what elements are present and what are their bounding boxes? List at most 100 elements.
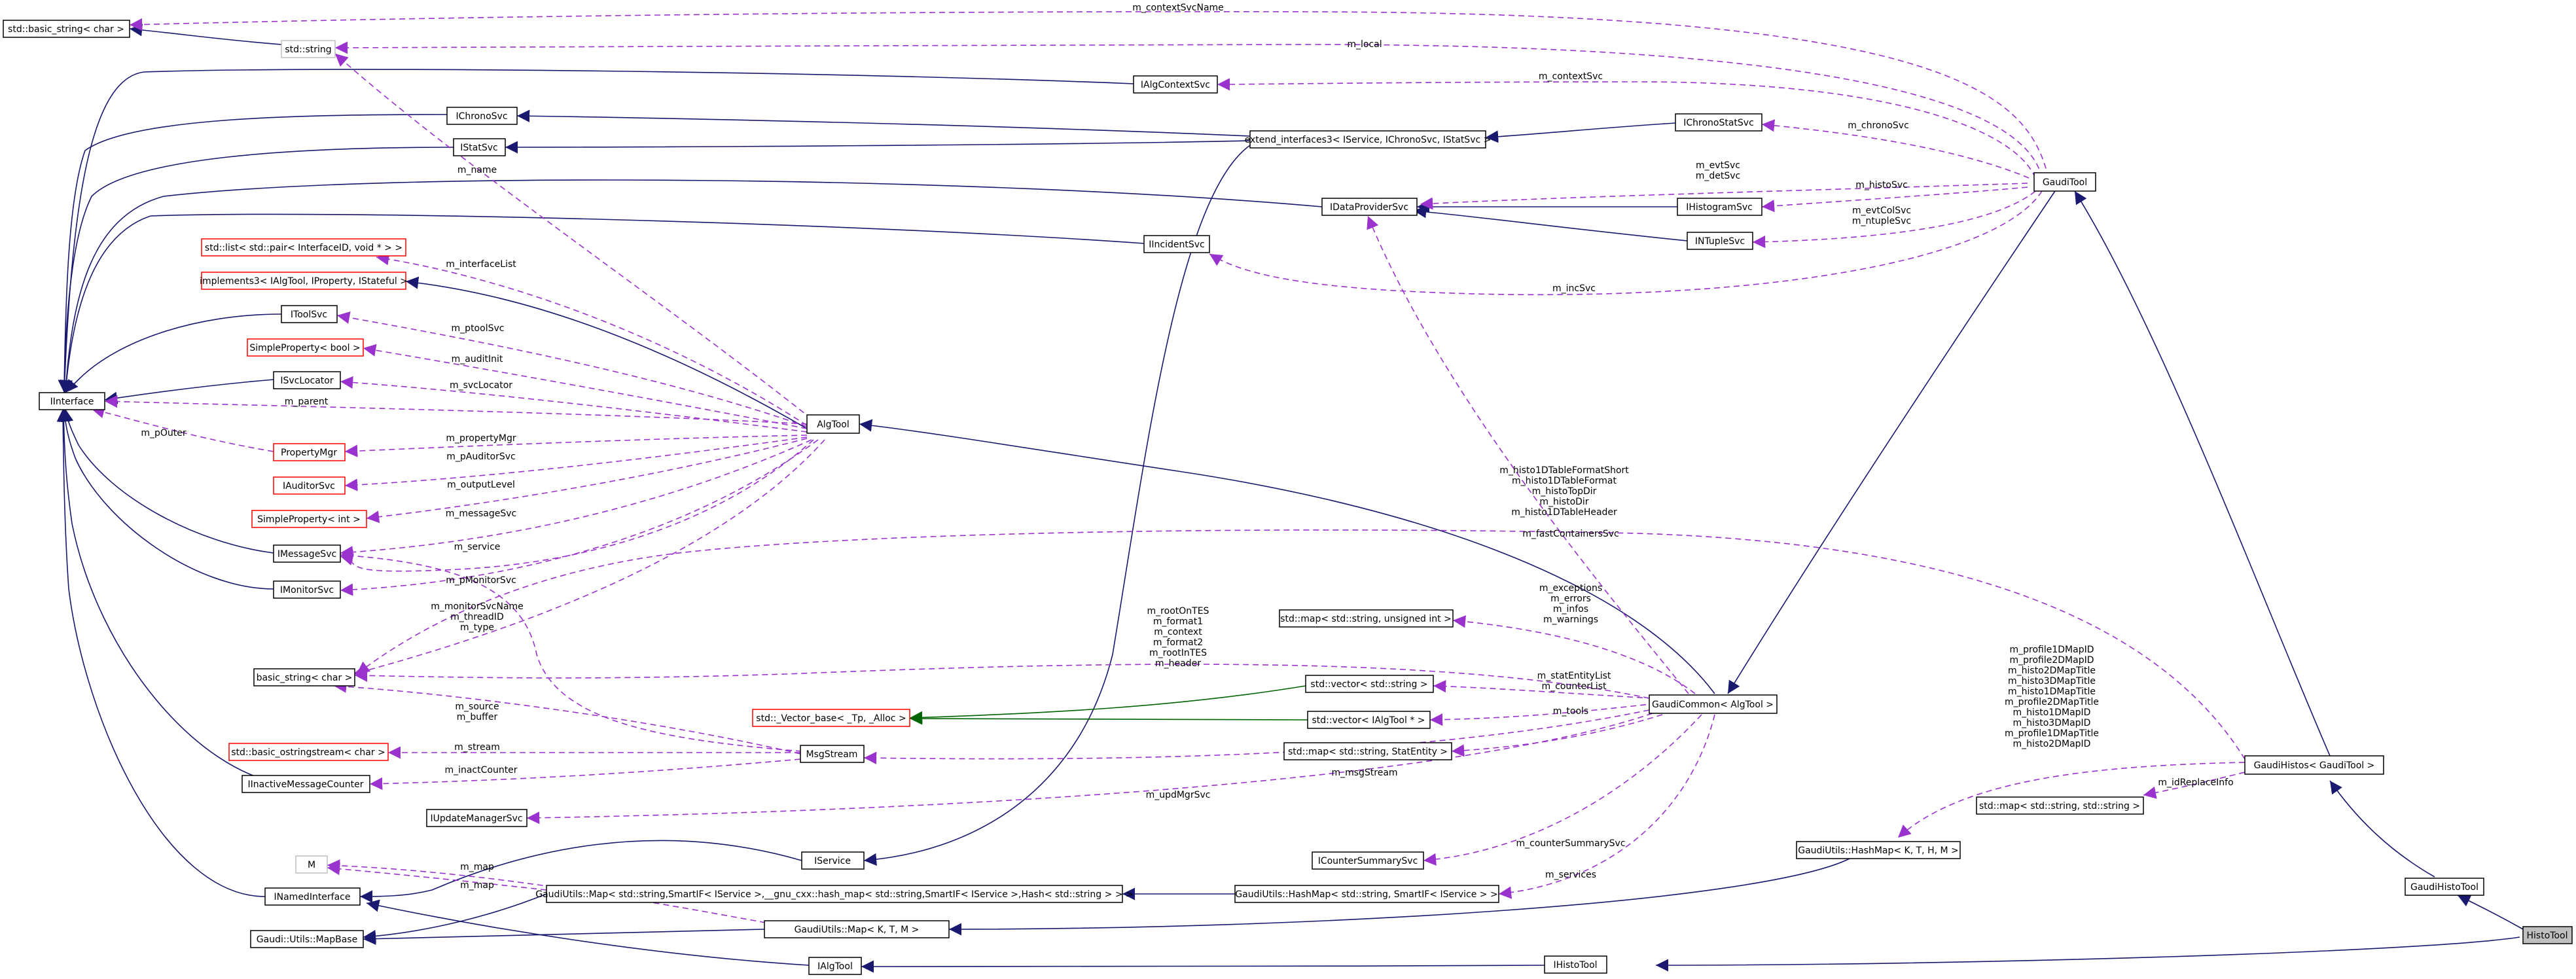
label-m-name: m_name xyxy=(457,165,497,175)
svg-text:std::string: std::string xyxy=(285,44,331,55)
edge-m-counters-statentity xyxy=(1451,714,1663,757)
node-ihistogramsvc[interactable]: IHistogramSvc xyxy=(1677,198,1762,216)
node-iupdatemanagersvc[interactable]: IUpdateManagerSvc xyxy=(426,809,528,827)
node-ialgtool[interactable]: IAlgTool xyxy=(808,957,862,975)
node-basic-string-char[interactable]: basic_string< char > xyxy=(253,668,355,686)
node-mapbase[interactable]: Gaudi::Utils::MapBase xyxy=(250,930,364,948)
node-histotool[interactable]: HistoTool xyxy=(2522,926,2573,944)
label-m-source: m_source xyxy=(455,702,499,712)
edges xyxy=(56,11,2524,973)
node-istatsvc[interactable]: IStatSvc xyxy=(453,138,506,156)
edge-gaudicommon-to-algtool xyxy=(859,419,1715,694)
label-m-format2: m_format2 xyxy=(1153,637,1203,648)
node-map-unsigned-int[interactable]: std::map< std::string, unsigned int > xyxy=(1279,609,1454,628)
node-msgstream[interactable]: MsgStream xyxy=(800,745,865,763)
label-m-exceptions: m_exceptions xyxy=(1539,583,1602,594)
edge-imessage-to-iinterface xyxy=(61,408,274,554)
svg-text:INTupleSvc: INTupleSvc xyxy=(1695,236,1745,247)
node-iincidentsvc[interactable]: IIncidentSvc xyxy=(1143,235,1210,253)
node-ialgcontextsvc[interactable]: IAlgContextSvc xyxy=(1133,75,1218,94)
edge-imonitor-to-iinterface xyxy=(58,408,274,590)
svg-text:IHistoTool: IHistoTool xyxy=(1553,960,1597,970)
node-iinactivemessagecounter[interactable]: IInactiveMessageCounter xyxy=(241,775,370,793)
edge-histotool-to-gaudihistotool xyxy=(2457,895,2524,930)
edge-itoolsvc-to-iinterface xyxy=(65,313,282,393)
svg-text:IUpdateManagerSvc: IUpdateManagerSvc xyxy=(430,813,522,824)
label-m-contextsvcname: m_contextSvcName xyxy=(1132,3,1224,13)
svg-text:GaudiUtils::Map< std::string,S: GaudiUtils::Map< std::string,SmartIF< IS… xyxy=(535,889,1133,900)
label-m-header: m_header xyxy=(1155,658,1201,669)
svg-text:IHistogramSvc: IHistogramSvc xyxy=(1686,202,1753,213)
edge-m-fastcontainerssvc xyxy=(1367,215,1689,694)
label-m-format1: m_format1 xyxy=(1153,616,1203,627)
edge-m-map-1 xyxy=(327,859,766,923)
node-std-list-pair[interactable]: std::list< std::pair< InterfaceID, void … xyxy=(201,238,406,257)
label-m-stream: m_stream xyxy=(454,742,500,753)
label-m-map-2: m_map xyxy=(460,880,494,891)
edge-m-msgstream xyxy=(863,709,1650,764)
node-ichronosvc[interactable]: IChronoSvc xyxy=(446,107,518,125)
edge-m-messagesvc xyxy=(340,439,812,559)
node-itoolsvc[interactable]: IToolSvc xyxy=(281,305,338,323)
node-iauditorsvc[interactable]: IAuditorSvc xyxy=(273,476,346,495)
node-idataprovidersvc[interactable]: IDataProviderSvc xyxy=(1321,198,1418,216)
svg-text:std::map< std::string, StatEnt: std::map< std::string, StatEntity > xyxy=(1288,747,1448,757)
edge-intuple-to-idataprovider xyxy=(1413,205,1688,241)
node-gauditool[interactable]: GaudiTool xyxy=(2033,172,2096,192)
svg-text:PropertyMgr: PropertyMgr xyxy=(281,448,337,458)
node-isvclocator[interactable]: ISvcLocator xyxy=(273,371,341,389)
label-m-buffer: m_buffer xyxy=(457,712,498,722)
label-m-updmgrsvc: m_updMgrSvc xyxy=(1146,790,1211,800)
node-vector-ialgtool[interactable]: std::vector< IAlgTool * > xyxy=(1307,711,1431,729)
node-basic-ostringstream[interactable]: std::basic_ostringstream< char > xyxy=(228,743,389,761)
node-vector-string[interactable]: std::vector< std::string > xyxy=(1305,675,1434,693)
svg-text:INamedInterface: INamedInterface xyxy=(274,892,351,902)
node-icountersummarysvc[interactable]: ICounterSummarySvc xyxy=(1312,851,1424,870)
svg-text:std::vector< IAlgTool * >: std::vector< IAlgTool * > xyxy=(1312,715,1425,726)
label-m-profile2dmaptitle: m_profile2DMapTitle xyxy=(2005,697,2099,707)
edge-m-svclocator xyxy=(340,376,808,433)
edge-m-inactcounter xyxy=(369,758,801,791)
node-gaudiutils-map-ktm[interactable]: GaudiUtils::Map< K, T, M > xyxy=(764,920,950,938)
node-ihistotool[interactable]: IHistoTool xyxy=(1544,955,1607,974)
svg-text:ICounterSummarySvc: ICounterSummarySvc xyxy=(1318,856,1418,866)
node-hashmap-kthm[interactable]: GaudiUtils::HashMap< K, T, H, M > xyxy=(1796,841,1961,859)
node-gaudicommon[interactable]: GaudiCommon< AlgTool > xyxy=(1649,694,1778,714)
label-m-local: m_local xyxy=(1347,39,1382,50)
node-map-statentity[interactable]: std::map< std::string, StatEntity > xyxy=(1283,742,1452,760)
node-algtool[interactable]: AlgTool xyxy=(806,414,860,434)
node-gaudihistotool[interactable]: GaudiHistoTool xyxy=(2405,878,2484,896)
node-ichronostatsvc[interactable]: IChronoStatSvc xyxy=(1675,113,1762,132)
edge-m-service xyxy=(340,439,814,572)
svg-text:IChronoStatSvc: IChronoStatSvc xyxy=(1683,118,1754,128)
node-iservice[interactable]: IService xyxy=(801,851,865,870)
node-std-string[interactable]: std::string xyxy=(281,40,336,58)
edge-m-pauditorsvc xyxy=(344,436,808,491)
node-imessagesvc[interactable]: IMessageSvc xyxy=(273,544,341,563)
node-gaudihistos[interactable]: GaudiHistos< GaudiTool > xyxy=(2244,755,2384,775)
node-m[interactable]: M xyxy=(295,855,328,874)
node-hashmap-smartif[interactable]: GaudiUtils::HashMap< std::string, SmartI… xyxy=(1234,885,1499,903)
label-m-counterlist: m_counterList xyxy=(1542,681,1607,692)
edge-iservice-to-inamed xyxy=(359,840,802,903)
node-intuplesvc[interactable]: INTupleSvc xyxy=(1687,232,1753,250)
edge-m-interfacelist xyxy=(376,253,808,426)
edge-ialgtool-to-inamed xyxy=(366,899,810,966)
node-iinterface[interactable]: IInterface xyxy=(39,392,105,410)
label-m-service: m_service xyxy=(454,542,501,552)
node-inamedinterface[interactable]: INamedInterface xyxy=(264,887,361,906)
svg-text:IAlgTool: IAlgTool xyxy=(817,961,853,972)
node-vector-base[interactable]: std::_Vector_base< _Tp, _Alloc > xyxy=(752,709,910,727)
node-simpleproperty-bool[interactable]: SimpleProperty< bool > xyxy=(247,338,364,357)
node-implements3[interactable]: implements3< IAlgTool, IProperty, IState… xyxy=(200,272,408,290)
node-simpleproperty-int[interactable]: SimpleProperty< int > xyxy=(251,510,367,528)
node-imonitorsvc[interactable]: IMonitorSvc xyxy=(273,580,341,599)
node-map-string-string[interactable]: std::map< std::string, std::string > xyxy=(1976,796,2144,815)
node-propertymgr[interactable]: PropertyMgr xyxy=(273,443,346,461)
edge-m-propertymgr xyxy=(344,435,808,457)
node-std-basic-string-char[interactable]: std::basic_string< char > xyxy=(3,20,130,38)
edge-m-outputlevel xyxy=(366,438,808,524)
edge-istatsvc-to-iinterface xyxy=(58,147,454,393)
node-extend-interfaces3[interactable]: extend_interfaces3< IService, IChronoSvc… xyxy=(1245,130,1492,149)
node-gaudiutils-map-smartif[interactable]: GaudiUtils::Map< std::string,SmartIF< IS… xyxy=(535,885,1134,903)
